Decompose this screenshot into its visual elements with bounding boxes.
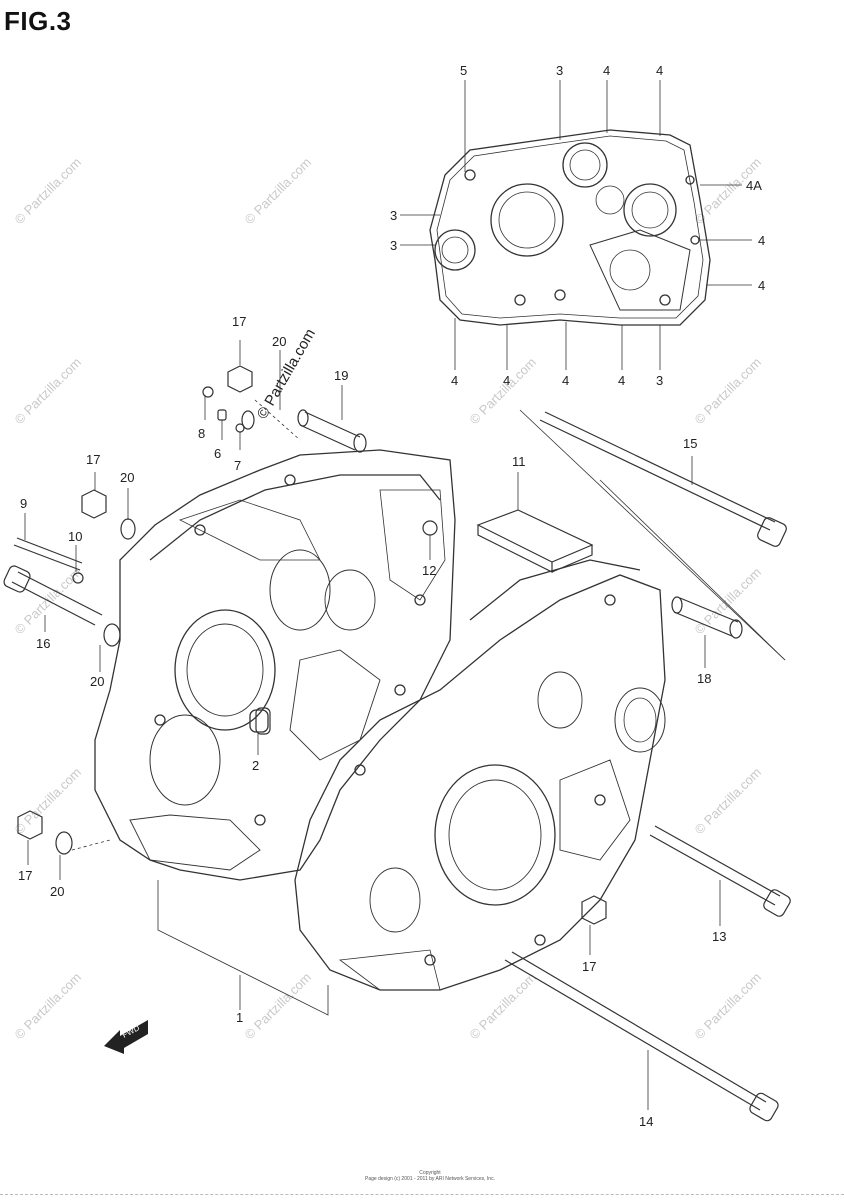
fwd-arrow: FWD [104, 1020, 148, 1054]
callout-label: 20 [50, 884, 64, 899]
callout-label: 10 [68, 529, 82, 544]
callout-label: 19 [334, 368, 348, 383]
callout-label: 18 [697, 671, 711, 686]
callout-label: 3 [556, 63, 563, 78]
watermark-layer: © Partzilla.com © Partzilla.com © Partzi… [12, 155, 765, 1043]
crankcase-left-half [94, 449, 456, 881]
callout-label: 20 [90, 674, 104, 689]
callout-label: 4 [603, 63, 610, 78]
callout-label: 20 [120, 470, 134, 485]
breather-cover [476, 509, 594, 573]
callout-label: 20 [272, 334, 286, 349]
bottom-divider [0, 1194, 844, 1195]
callout-label: 17 [18, 868, 32, 883]
watermark-text: © Partzilla.com [12, 355, 85, 428]
figure-title: FIG.3 [4, 6, 72, 36]
callout-label: 14 [639, 1114, 653, 1129]
callout-label: 11 [512, 454, 526, 469]
callout-label: 3 [390, 238, 397, 253]
callout-label: 17 [232, 314, 246, 329]
callout-label: 5 [460, 63, 467, 78]
callout-label: 4 [656, 63, 663, 78]
callout-label: 6 [214, 446, 221, 461]
callout-label: 3 [656, 373, 663, 388]
callout-label: 17 [582, 959, 596, 974]
watermark-text: © Partzilla.com [12, 765, 85, 838]
watermark-text: © Partzilla.com [692, 565, 765, 638]
callout-label: 12 [422, 563, 436, 578]
callout-label: 1 [236, 1010, 243, 1025]
callout-label: 16 [36, 636, 50, 651]
crankcase-gasket [429, 129, 711, 326]
callout-label: 17 [86, 452, 100, 467]
callout-label: 4 [758, 233, 765, 248]
callout-label: 4 [758, 278, 765, 293]
watermark-text: © Partzilla.com [692, 765, 765, 838]
watermark-text: © Partzilla.com [242, 970, 315, 1043]
callout-label: 13 [712, 929, 726, 944]
callout-label: 4 [451, 373, 458, 388]
watermark-text: © Partzilla.com [692, 970, 765, 1043]
copyright-line: Page design (c) 2001 - 2011 by ARI Netwo… [365, 1176, 495, 1182]
watermark-text: © Partzilla.com [467, 970, 540, 1043]
watermark-text: © Partzilla.com [12, 970, 85, 1043]
callout-label: 4 [503, 373, 510, 388]
callout-label: 2 [252, 758, 259, 773]
callout-label: 3 [390, 208, 397, 223]
watermark-text: © Partzilla.com [12, 155, 85, 228]
callout-label: 7 [234, 458, 241, 473]
crankcase-right-half [294, 559, 666, 991]
callout-labels: 5 3 4 4 4A 3 3 4 4 4 4 4 4 3 17 20 19 8 … [18, 63, 765, 1129]
callout-label: 4 [618, 373, 625, 388]
copyright-notice: Copyright Page design (c) 2001 - 2011 by… [340, 1170, 520, 1182]
copyright-line: Copyright [419, 1170, 441, 1176]
callout-label: 15 [683, 436, 697, 451]
callout-label: 9 [20, 496, 27, 511]
callout-label: 4A [746, 178, 762, 193]
gasket-leaders [400, 80, 752, 370]
part-leaders [24, 340, 786, 1110]
watermark-text: © Partzilla.com [692, 355, 765, 428]
callout-label: 4 [562, 373, 569, 388]
watermark-text: © Partzilla.com [467, 355, 540, 428]
watermark-text: © Partzilla.com [242, 155, 315, 228]
callout-label: 8 [198, 426, 205, 441]
